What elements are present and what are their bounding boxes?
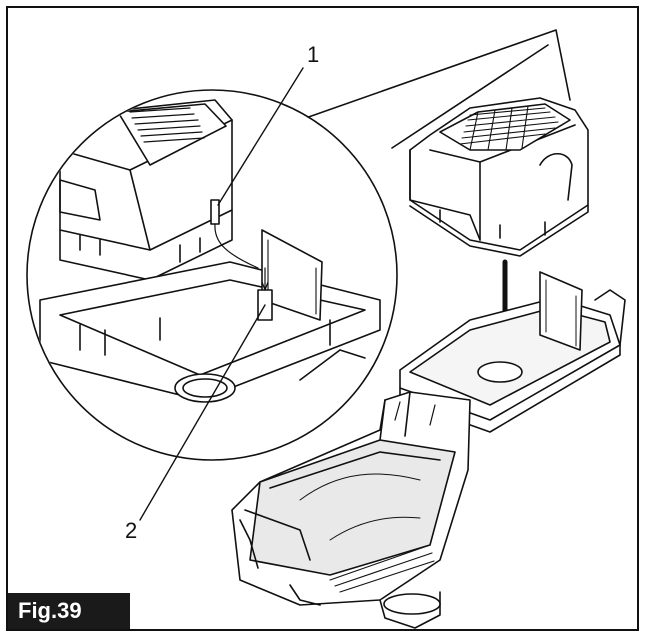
zoom-wedge — [299, 29, 571, 149]
detail-magnifier — [26, 89, 398, 461]
callout-label-1: 1 — [307, 42, 320, 67]
filter-cartridge — [409, 97, 589, 257]
figure-label: Fig.39 — [8, 593, 130, 629]
leader-lines — [139, 67, 304, 521]
callout-label-2: 2 — [125, 518, 138, 543]
filter-tray — [399, 271, 626, 433]
dust-container — [231, 391, 471, 629]
